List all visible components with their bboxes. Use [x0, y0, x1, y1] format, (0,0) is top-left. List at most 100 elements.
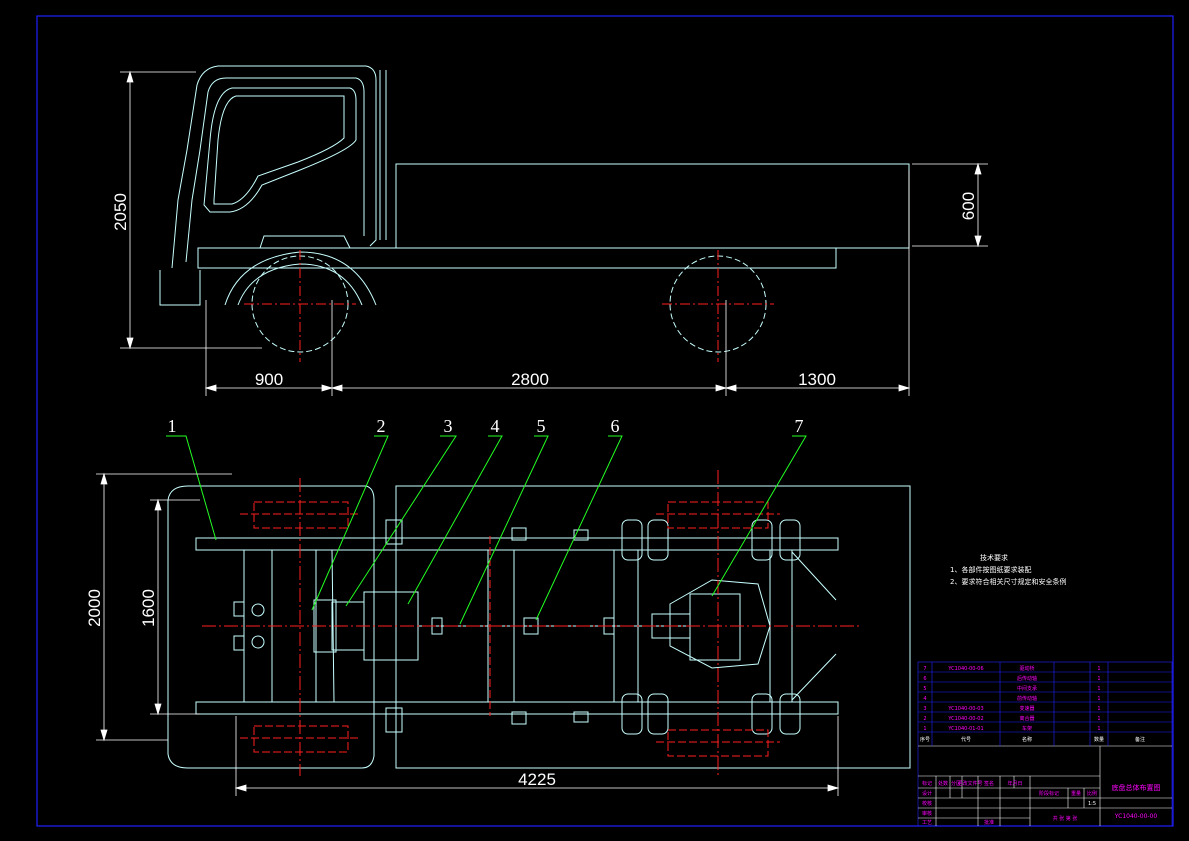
- tb-row-label: 设计: [922, 790, 932, 797]
- part-leaders: [166, 435, 807, 625]
- front-axle: [315, 549, 335, 703]
- tb-row-label: 审核: [922, 810, 932, 817]
- rear-spring-right: [751, 693, 773, 735]
- tb-header-cell: 更改文件号: [957, 780, 982, 787]
- tb-row-label: 校核: [922, 800, 932, 807]
- tb-row-label: 工艺: [922, 820, 932, 826]
- parts-row-qty: 1: [1097, 666, 1100, 672]
- parts-row-qty: 1: [1097, 716, 1100, 722]
- parts-row-no: 3: [923, 706, 926, 712]
- cab-lower: [259, 235, 351, 249]
- dim-frame-length: 4225: [518, 770, 556, 789]
- tb-scale: 1:5: [1088, 801, 1096, 807]
- parts-row-name: 中间支承: [1017, 685, 1037, 692]
- tow-hook: [251, 603, 265, 617]
- parts-header-name: 名称: [1022, 736, 1032, 743]
- top-view-wheels: [202, 470, 862, 776]
- cab-top-outline: [167, 485, 375, 769]
- drawing-border: [36, 15, 1174, 827]
- tb-stage: 阶段标记: [1039, 790, 1059, 797]
- parts-row-no: 2: [923, 716, 926, 722]
- drawing-number: YC1040-00-00: [1114, 813, 1158, 820]
- rear-spring-left: [621, 519, 643, 561]
- part-label-7: 7: [795, 416, 804, 436]
- dim-front-overhang: 900: [255, 370, 283, 389]
- side-view-centerlines: [244, 250, 774, 362]
- parts-row-no: 4: [923, 696, 926, 702]
- notes-item-2: 2、要求符合相关尺寸规定和安全条例: [950, 577, 1066, 586]
- parts-row-code: YC1040-00-02: [947, 716, 983, 722]
- parts-row-code: YC1040-01-01: [947, 726, 983, 732]
- cab-outline: [171, 65, 377, 269]
- tb-header-cell: 标记: [922, 780, 932, 787]
- side-view: [159, 65, 910, 353]
- tow-hook: [251, 635, 265, 649]
- cargo-box: [395, 163, 910, 249]
- parts-list: 7 YC1040-00-06 驱动桥 1 6 后传动轴 1 5 中间支承 1 4…: [920, 665, 1145, 743]
- bracket: [573, 711, 589, 723]
- rear-spring-right: [779, 693, 801, 735]
- part-label-2: 2: [377, 416, 386, 436]
- dim-overall-width: 2000: [85, 589, 104, 627]
- tb-approve: 批准: [984, 819, 994, 826]
- parts-row-name: 车架: [1022, 725, 1032, 732]
- parts-row-qty: 1: [1097, 726, 1100, 732]
- parts-row-name: 离合器: [1019, 715, 1034, 722]
- notes-title: 技术要求: [980, 553, 1008, 562]
- side-view-dimensions: [120, 70, 988, 396]
- part-label-5: 5: [537, 416, 546, 436]
- tb-header-cell: 年月日: [1007, 780, 1022, 787]
- tb-header-cell: 签名: [984, 780, 994, 787]
- frame-rail-left: [195, 537, 839, 551]
- part-label-1: 1: [168, 416, 177, 436]
- cab-window: [203, 87, 357, 213]
- dim-rear-overhang: 1300: [798, 370, 836, 389]
- bracket: [511, 527, 527, 541]
- cab-inner: [185, 77, 365, 263]
- parts-row-qty: 1: [1097, 696, 1100, 702]
- parts-row-no: 5: [923, 686, 926, 692]
- parts-row-no: 1: [923, 726, 926, 732]
- parts-row-no: 6: [923, 676, 926, 682]
- parts-row-no: 7: [923, 666, 926, 672]
- rear-spring-left: [779, 519, 801, 561]
- part-label-4: 4: [491, 416, 500, 436]
- tb-header-cell: 分区: [951, 780, 961, 787]
- dim-cargo-height: 600: [959, 192, 978, 220]
- tb-scale-label: 比例: [1087, 790, 1097, 797]
- rear-spring-left: [647, 519, 669, 561]
- parts-row-code: YC1040-00-03: [947, 706, 983, 712]
- bracket: [385, 519, 403, 545]
- tb-weight: 重量: [1071, 790, 1081, 797]
- parts-row-qty: 1: [1097, 676, 1100, 682]
- rear-brace: [791, 551, 837, 701]
- parts-row-code: YC1040-00-06: [947, 666, 983, 672]
- dim-wheelbase: 2800: [511, 370, 549, 389]
- frame-rail-side: [197, 247, 837, 269]
- dim-track: 1600: [139, 589, 158, 627]
- cab-window-inner: [213, 95, 345, 205]
- notes-item-1: 1、各部件按图纸要求装配: [950, 565, 1031, 574]
- cab-bottom: [159, 270, 201, 306]
- title-block-text: 标记 处数 分区 更改文件号 签名 年月日 设计 校核 审核 工艺 批准 阶段标…: [922, 780, 1161, 826]
- parts-header-no: 序号: [920, 736, 930, 743]
- part-label-6: 6: [611, 416, 620, 436]
- drawing-title: 底盘总体布置图: [1112, 783, 1161, 792]
- rear-spring-right: [647, 693, 669, 735]
- bumper-mount: [233, 635, 245, 651]
- parts-header-note: 备注: [1135, 736, 1145, 743]
- cargo-top-outline: [395, 485, 911, 769]
- bracket: [511, 711, 527, 725]
- title-block: [917, 661, 1173, 827]
- bracket: [573, 529, 589, 541]
- parts-row-name: 前传动轴: [1017, 695, 1037, 702]
- bumper-mount: [233, 601, 245, 617]
- bracket: [385, 707, 403, 733]
- parts-row-name: 变速器: [1019, 705, 1034, 712]
- parts-header-code: 代号: [961, 736, 971, 743]
- parts-row-qty: 1: [1097, 706, 1100, 712]
- tb-sheet: 共 张 第 张: [1053, 815, 1078, 822]
- rear-spring-left: [751, 519, 773, 561]
- tb-header-cell: 处数: [938, 780, 948, 787]
